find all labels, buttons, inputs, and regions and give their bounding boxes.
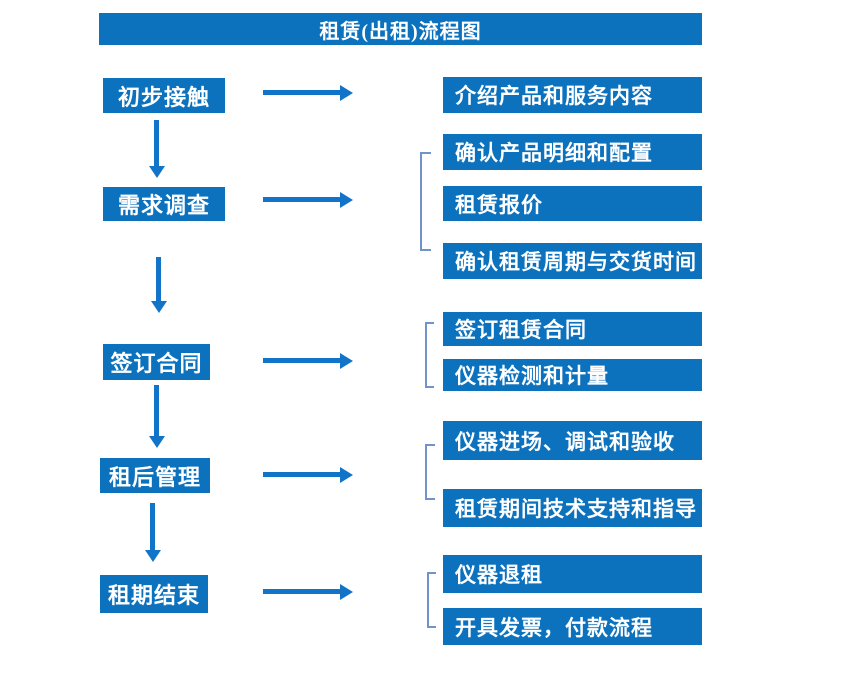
- bracket-connector-lease-end: [427, 572, 436, 628]
- step-box-sign-contract: 签订合同: [103, 344, 210, 380]
- detail-box-instrument-testing-calibration: 仪器检测和计量: [443, 359, 702, 391]
- down-arrow-icon: [149, 385, 165, 448]
- right-arrow-icon: [263, 192, 353, 208]
- detail-box-instrument-arrival-acceptance: 仪器进场、调试和验收: [443, 421, 702, 460]
- down-arrow-icon: [151, 257, 167, 313]
- detail-box-technical-support-during-rental: 租赁期间技术支持和指导: [443, 489, 702, 527]
- detail-box-confirm-product-details-config: 确认产品明细和配置: [443, 134, 702, 170]
- step-box-post-rental-management: 租后管理: [100, 458, 210, 493]
- detail-box-sign-rental-contract: 签订租赁合同: [443, 312, 702, 346]
- down-arrow-icon: [145, 503, 161, 562]
- bracket-connector-sign-contract: [425, 322, 434, 388]
- step-box-initial-contact: 初步接触: [103, 78, 225, 113]
- right-arrow-icon: [263, 85, 353, 101]
- detail-box-confirm-rental-period-delivery: 确认租赁周期与交货时间: [443, 243, 702, 279]
- bracket-connector-demand-survey: [420, 152, 431, 251]
- step-box-demand-survey: 需求调查: [103, 187, 225, 221]
- detail-box-invoice-payment-process: 开具发票，付款流程: [443, 608, 702, 645]
- detail-box-introduce-products-services: 介绍产品和服务内容: [443, 77, 702, 113]
- right-arrow-icon: [263, 584, 353, 600]
- right-arrow-icon: [263, 467, 353, 483]
- down-arrow-icon: [149, 120, 165, 178]
- step-box-lease-end: 租期结束: [100, 575, 208, 613]
- detail-box-instrument-return: 仪器退租: [443, 555, 702, 593]
- detail-box-rental-quotation: 租赁报价: [443, 186, 702, 221]
- page-title: 租赁(出租)流程图: [99, 13, 702, 45]
- right-arrow-icon: [263, 353, 353, 369]
- bracket-connector-post-rental: [425, 444, 435, 500]
